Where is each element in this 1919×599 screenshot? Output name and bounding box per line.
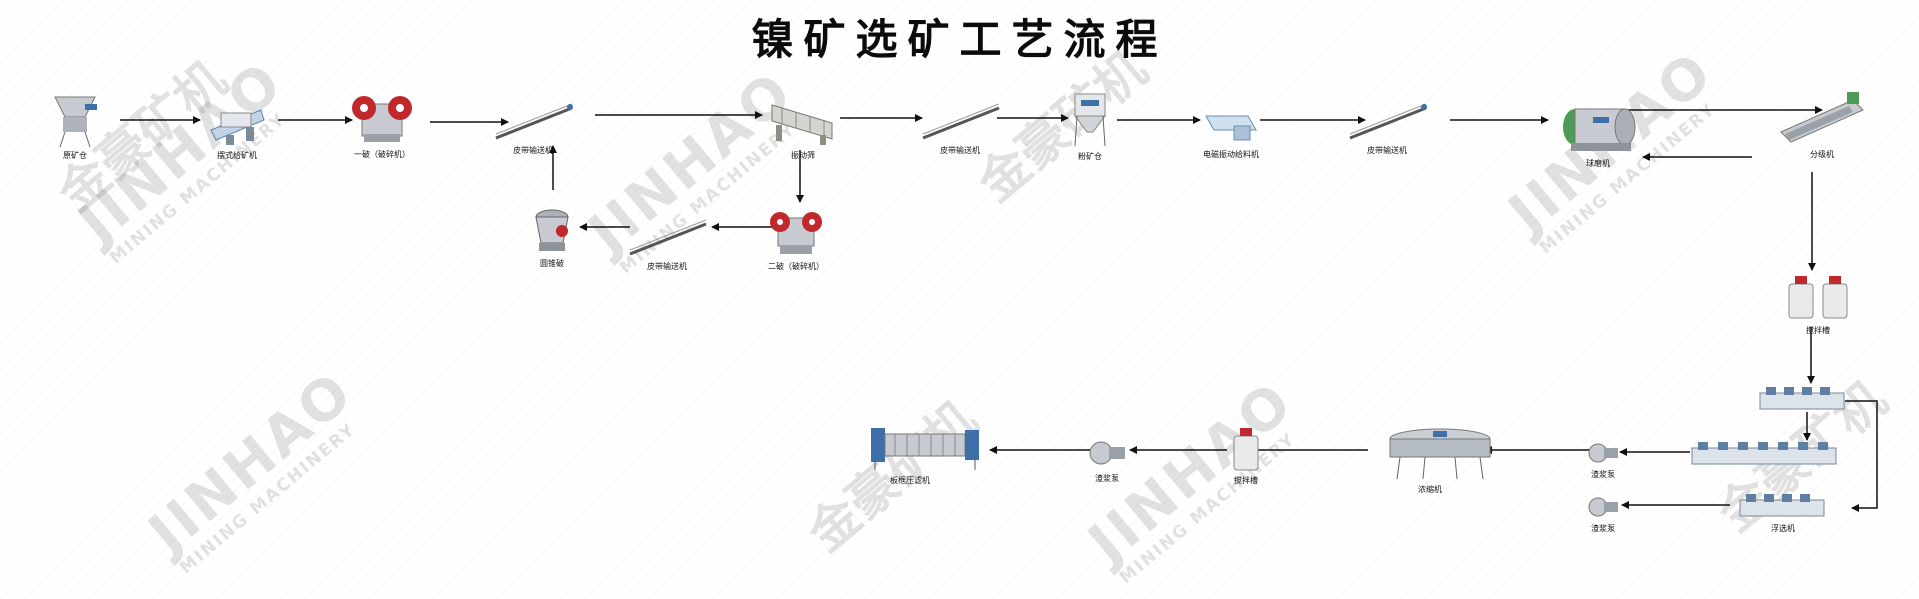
node-slurry-pump-1: 渣浆泵 [1558, 440, 1648, 480]
arrow-flotation-loop [1845, 400, 1878, 512]
node-filter-press: 板框压滤机 [865, 420, 979, 486]
node-primary-crusher: 一破（破碎机） [337, 90, 427, 160]
ball-mill-icon [1563, 108, 1636, 151]
node-cone-crusher: 圆锥破 [507, 205, 597, 269]
node-slurry-pump-3: 渣浆泵 [1062, 436, 1152, 484]
node-flotation-machine: 浮选机 [1738, 492, 1828, 534]
flotation-row-2 [1691, 442, 1837, 465]
spiral-classifier-icon [1780, 92, 1864, 143]
slurry-pump-icon [1588, 443, 1618, 463]
node-ball-mill: 球磨机 [1553, 95, 1643, 169]
page-title: 镍矿选矿工艺流程 [751, 15, 1168, 64]
electromagnetic-feeder-icon [1205, 115, 1257, 141]
node-belt-conveyor-1: 皮带输送机 [488, 100, 578, 156]
node-belt-conveyor-2: 皮带输送机 [915, 100, 1005, 156]
node-electromagnetic-feeder: 电磁振动给料机 [1186, 108, 1276, 160]
node-secondary-crusher: 二破（破碎机） [751, 206, 841, 272]
powder-bin-icon [1074, 93, 1106, 147]
node-slurry-pump-2: 渣浆泵 [1558, 494, 1648, 534]
node-agitation-tank-1: 搅拌槽 [1773, 272, 1863, 336]
node-belt-conveyor-4: 皮带输送机 [622, 216, 712, 272]
node-agitation-tank-2: 搅拌槽 [1201, 426, 1291, 486]
feeder-icon [210, 109, 265, 145]
vibrating-screen-icon [771, 104, 833, 145]
node-vibrating-feeder: 摆式给矿机 [192, 95, 282, 161]
belt-conveyor-icon [629, 219, 707, 256]
belt-conveyor-icon [922, 103, 1000, 140]
flotation-row-1 [1759, 387, 1845, 410]
jaw-crusher-icon [352, 96, 412, 142]
belt-conveyor-icon [1349, 103, 1427, 140]
ore-bin-icon [54, 96, 97, 147]
agitation-tank-icon [1788, 276, 1848, 319]
cone-crusher-icon [535, 209, 569, 251]
flotation-machine-icon [1739, 494, 1825, 517]
node-vibrating-screen: 振动筛 [758, 95, 848, 161]
node-powder-bin: 粉矿仓 [1045, 92, 1135, 162]
agitation-tank-icon [1233, 428, 1259, 471]
node-thickener: 浓缩机 [1385, 425, 1491, 495]
thickener-icon [1389, 428, 1491, 480]
filter-press-icon [871, 428, 979, 470]
belt-conveyor-icon [495, 103, 573, 140]
slurry-pump-icon [1089, 441, 1125, 465]
node-raw-ore-bin: 原矿仓 [30, 92, 120, 161]
jaw-crusher-icon [770, 212, 822, 254]
node-classifier: 分级机 [1777, 90, 1867, 160]
slurry-pump-icon [1588, 497, 1618, 517]
node-belt-conveyor-3: 皮带输送机 [1342, 100, 1432, 156]
